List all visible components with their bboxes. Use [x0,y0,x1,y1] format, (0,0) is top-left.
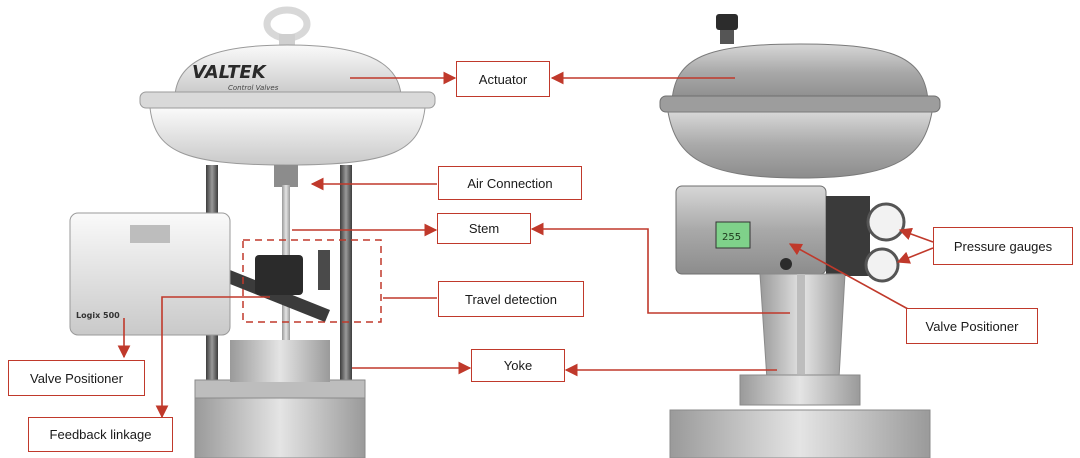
actuator-flange-right [659,95,941,113]
right-bonnet [739,374,861,406]
right-valve-body [669,409,931,458]
display-reading: 255 [722,232,741,243]
positioner-brand-text: Logix 500 [76,311,120,320]
vent-stem [720,30,734,44]
actuator-lower-case [149,107,426,166]
right-stem [797,274,805,374]
callout-stem-right [530,222,790,314]
lifting-ring [263,6,311,42]
label-valve-positioner-right: Valve Positioner [906,308,1038,344]
actuator-flange [139,91,436,109]
ring-base [279,34,295,46]
feedback-arm [225,270,330,322]
right-positioner-box [675,185,827,275]
actuator-brand-text: VALTEK [192,62,268,83]
travel-detection-frame [242,239,382,323]
left-control-valve: VALTEK Control Valves Logix 500 [69,6,436,458]
left-valve-body [194,397,366,458]
label-pressure-gauges: Pressure gauges [933,227,1073,265]
vent-cap [716,14,738,30]
callout-lines [117,71,934,419]
actuator-lower-right [667,111,933,179]
label-stem: Stem [437,213,531,244]
travel-indicator [318,250,330,290]
label-travel-detection: Travel detection [438,281,584,317]
callout-pressure-bottom [896,247,934,264]
label-valve-positioner-left: Valve Positioner [8,360,145,396]
yoke-pillar-right [340,165,352,390]
positioner-window [130,225,170,243]
actuator-upper-case [174,44,402,96]
pressure-gauge-top [866,202,906,242]
actuator-subtitle-text: Control Valves [228,84,279,92]
label-air-connection: Air Connection [438,166,582,200]
callout-feedback-linkage [155,296,270,419]
callout-valve-positioner-right [788,243,909,310]
gauge-manifold [826,196,870,276]
positioner-button [780,258,792,270]
label-feedback-linkage: Feedback linkage [28,417,173,452]
right-control-valve: 255 [659,14,941,458]
linkage-block [255,255,303,295]
stem-shaft [274,165,298,187]
label-yoke: Yoke [471,349,565,382]
bonnet [230,340,330,382]
yoke-base [194,379,366,399]
positioner-display [715,221,751,249]
callout-pressure-top [898,227,934,243]
label-actuator: Actuator [456,61,550,97]
left-positioner-box [69,212,231,336]
actuator-dome [671,43,929,101]
pressure-gauge-bottom [864,247,900,283]
